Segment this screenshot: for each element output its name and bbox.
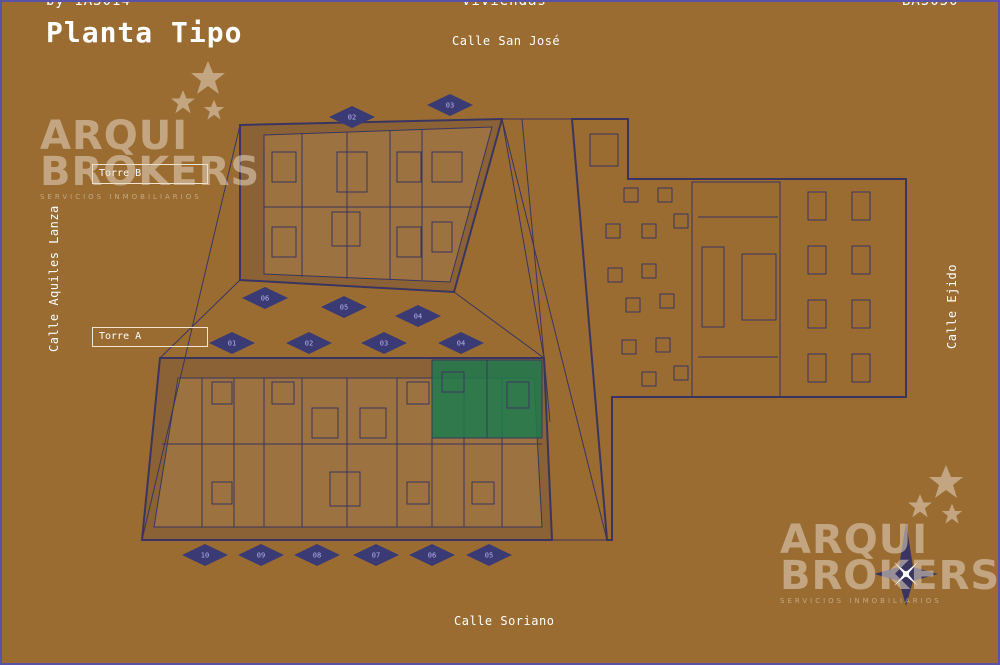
unit-badge-torre-b-top-03[interactable]: 03 bbox=[427, 94, 473, 116]
unit-badge-torre-a-bottom-08[interactable]: 08 bbox=[294, 544, 340, 566]
svg-text:06: 06 bbox=[261, 295, 269, 303]
watermark-tagline: SERVICIOS INMOBILIARIOS bbox=[40, 193, 202, 201]
svg-text:02: 02 bbox=[305, 340, 313, 348]
unit-badge-torre-a-bottom-05[interactable]: 05 bbox=[466, 544, 512, 566]
watermark-line2: BROKERS bbox=[40, 149, 261, 195]
svg-text:06: 06 bbox=[428, 552, 436, 560]
watermark-bottom: ARQUI BROKERS SERVICIOS INMOBILIARIOS bbox=[780, 520, 1000, 605]
unit-badge-torre-a-top-04[interactable]: 04 bbox=[438, 332, 484, 354]
torre-b-label: Torre B bbox=[92, 164, 208, 184]
unit-badge-torre-b-top-02[interactable]: 02 bbox=[329, 106, 375, 128]
watermark-top: ARQUI BROKERS SERVICIOS INMOBILIARIOS bbox=[40, 116, 261, 201]
svg-text:05: 05 bbox=[340, 304, 348, 312]
watermark-line1: ARQUI bbox=[40, 113, 189, 159]
page-title: Planta Tipo bbox=[46, 16, 243, 49]
watermark-line1-bottom: ARQUI bbox=[780, 517, 929, 563]
header-right-cut: BA5050 bbox=[902, 0, 959, 9]
compass-rose-icon bbox=[874, 522, 938, 606]
street-bottom: Calle Soriano bbox=[454, 614, 555, 628]
svg-text:08: 08 bbox=[313, 552, 321, 560]
unit-badge-torre-a-top-01[interactable]: 01 bbox=[209, 332, 255, 354]
svg-text:10: 10 bbox=[201, 552, 209, 560]
torre-a-label: Torre A bbox=[92, 327, 208, 347]
unit-badge-torre-b-bottom-05[interactable]: 05 bbox=[321, 296, 367, 318]
watermark-tagline-bottom: SERVICIOS INMOBILIARIOS bbox=[780, 597, 942, 605]
svg-text:04: 04 bbox=[414, 313, 422, 321]
unit-badges: 02 03 06 05 04 01 02 03 04 10 09 08 07 06 05 bbox=[182, 94, 512, 566]
torre-b-footprint bbox=[239, 117, 504, 294]
unit-badge-torre-a-bottom-07[interactable]: 07 bbox=[353, 544, 399, 566]
svg-text:09: 09 bbox=[257, 552, 265, 560]
svg-text:05: 05 bbox=[485, 552, 493, 560]
unit-badge-torre-a-bottom-09[interactable]: 09 bbox=[238, 544, 284, 566]
unit-badge-torre-a-bottom-10[interactable]: 10 bbox=[182, 544, 228, 566]
unit-badge-torre-a-bottom-06[interactable]: 06 bbox=[409, 544, 455, 566]
svg-text:01: 01 bbox=[228, 340, 236, 348]
street-top: Calle San José bbox=[452, 34, 561, 48]
svg-text:03: 03 bbox=[380, 340, 388, 348]
unit-badge-torre-b-bottom-06[interactable]: 06 bbox=[242, 287, 288, 309]
svg-text:02: 02 bbox=[348, 114, 356, 122]
watermark-line2-bottom: BROKERS bbox=[780, 553, 1000, 599]
svg-text:03: 03 bbox=[446, 102, 454, 110]
unit-badge-torre-b-bottom-04[interactable]: 04 bbox=[395, 305, 441, 327]
star-icon bbox=[171, 61, 963, 524]
header-left-cut: by 1A3014 bbox=[46, 0, 131, 9]
unit-badge-torre-a-top-03[interactable]: 03 bbox=[361, 332, 407, 354]
right-building-footprint bbox=[570, 118, 907, 541]
header-center-cut: viviendas bbox=[462, 0, 547, 9]
svg-text:04: 04 bbox=[457, 340, 465, 348]
svg-text:07: 07 bbox=[372, 552, 380, 560]
unit-badge-torre-a-top-02[interactable]: 02 bbox=[286, 332, 332, 354]
